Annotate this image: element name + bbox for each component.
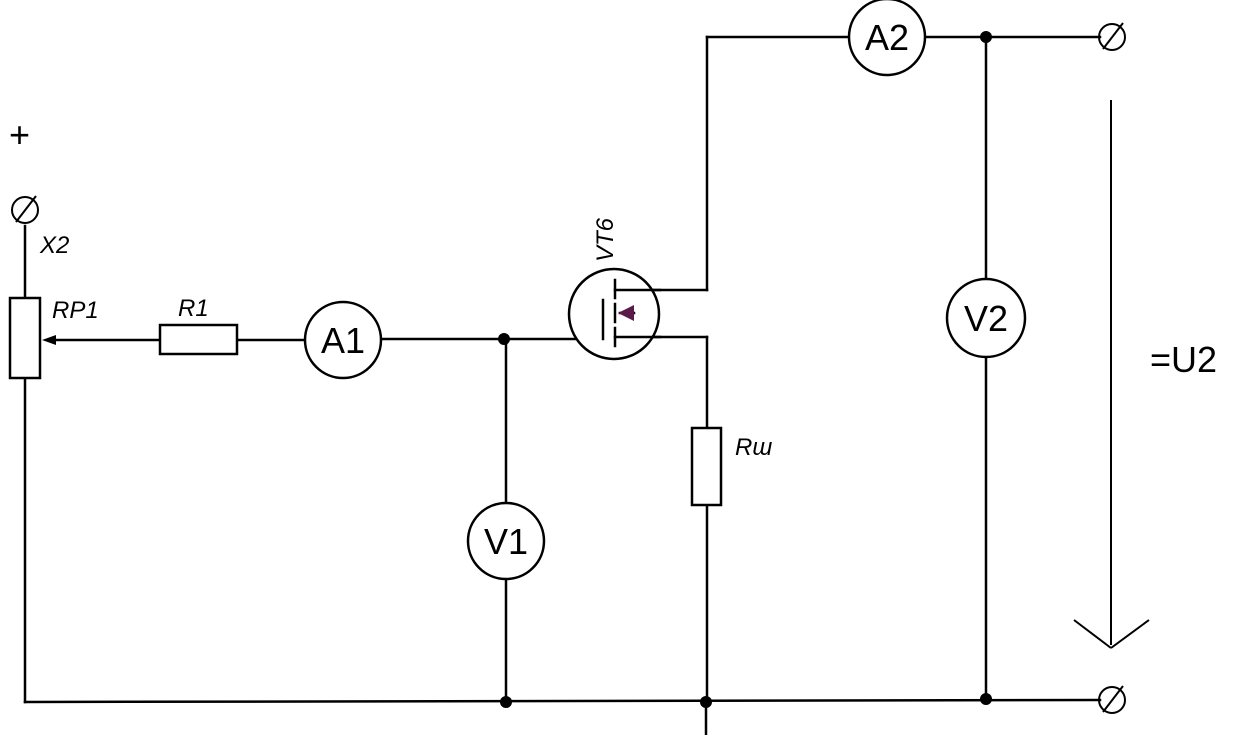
rp1-label: RP1 bbox=[52, 297, 99, 324]
ammeter-a2-label: A2 bbox=[865, 17, 909, 58]
substrate-arrow-icon bbox=[618, 305, 634, 321]
voltmeter-v2-label: V2 bbox=[964, 298, 1008, 339]
resistor-r1 bbox=[158, 323, 239, 356]
terminal-top-right bbox=[1098, 22, 1126, 51]
junction-gate-node bbox=[498, 333, 510, 345]
terminal-bottom-right bbox=[1098, 685, 1126, 714]
ammeter-a2: A2 bbox=[847, 0, 927, 77]
voltmeter-v1: V1 bbox=[466, 501, 546, 581]
u2-arrow-head-left bbox=[1073, 619, 1112, 649]
u2-arrow-head-right bbox=[1110, 619, 1150, 649]
voltmeter-v1-label: V1 bbox=[484, 521, 528, 562]
ammeter-a1-label: A1 bbox=[321, 320, 365, 361]
resistor-rsh bbox=[690, 426, 723, 507]
junction-bottom-rsh bbox=[700, 696, 712, 708]
wires bbox=[23, 35, 1102, 735]
rsh-label: Rш bbox=[735, 434, 772, 461]
junction-bottom-v2 bbox=[980, 693, 992, 705]
voltmeter-v2: V2 bbox=[945, 277, 1027, 359]
transistor-vt6 bbox=[567, 267, 662, 361]
u2-label: =U2 bbox=[1150, 339, 1217, 380]
r1-label: R1 bbox=[178, 295, 209, 322]
u2-arrow bbox=[1073, 100, 1150, 649]
wire-bottom-rail bbox=[23, 698, 1102, 704]
x2-label: X2 bbox=[39, 232, 69, 259]
terminal-x2 bbox=[11, 195, 39, 224]
junctions bbox=[498, 31, 992, 708]
junction-bottom-v1 bbox=[500, 696, 512, 708]
vt6-label: VT6 bbox=[592, 217, 619, 262]
potentiometer-rp1 bbox=[8, 296, 42, 380]
plus-sign-label: + bbox=[9, 114, 30, 155]
wiper-arrowhead bbox=[42, 335, 56, 345]
junction-top-v2 bbox=[980, 31, 992, 43]
ammeter-a1: A1 bbox=[303, 300, 383, 380]
